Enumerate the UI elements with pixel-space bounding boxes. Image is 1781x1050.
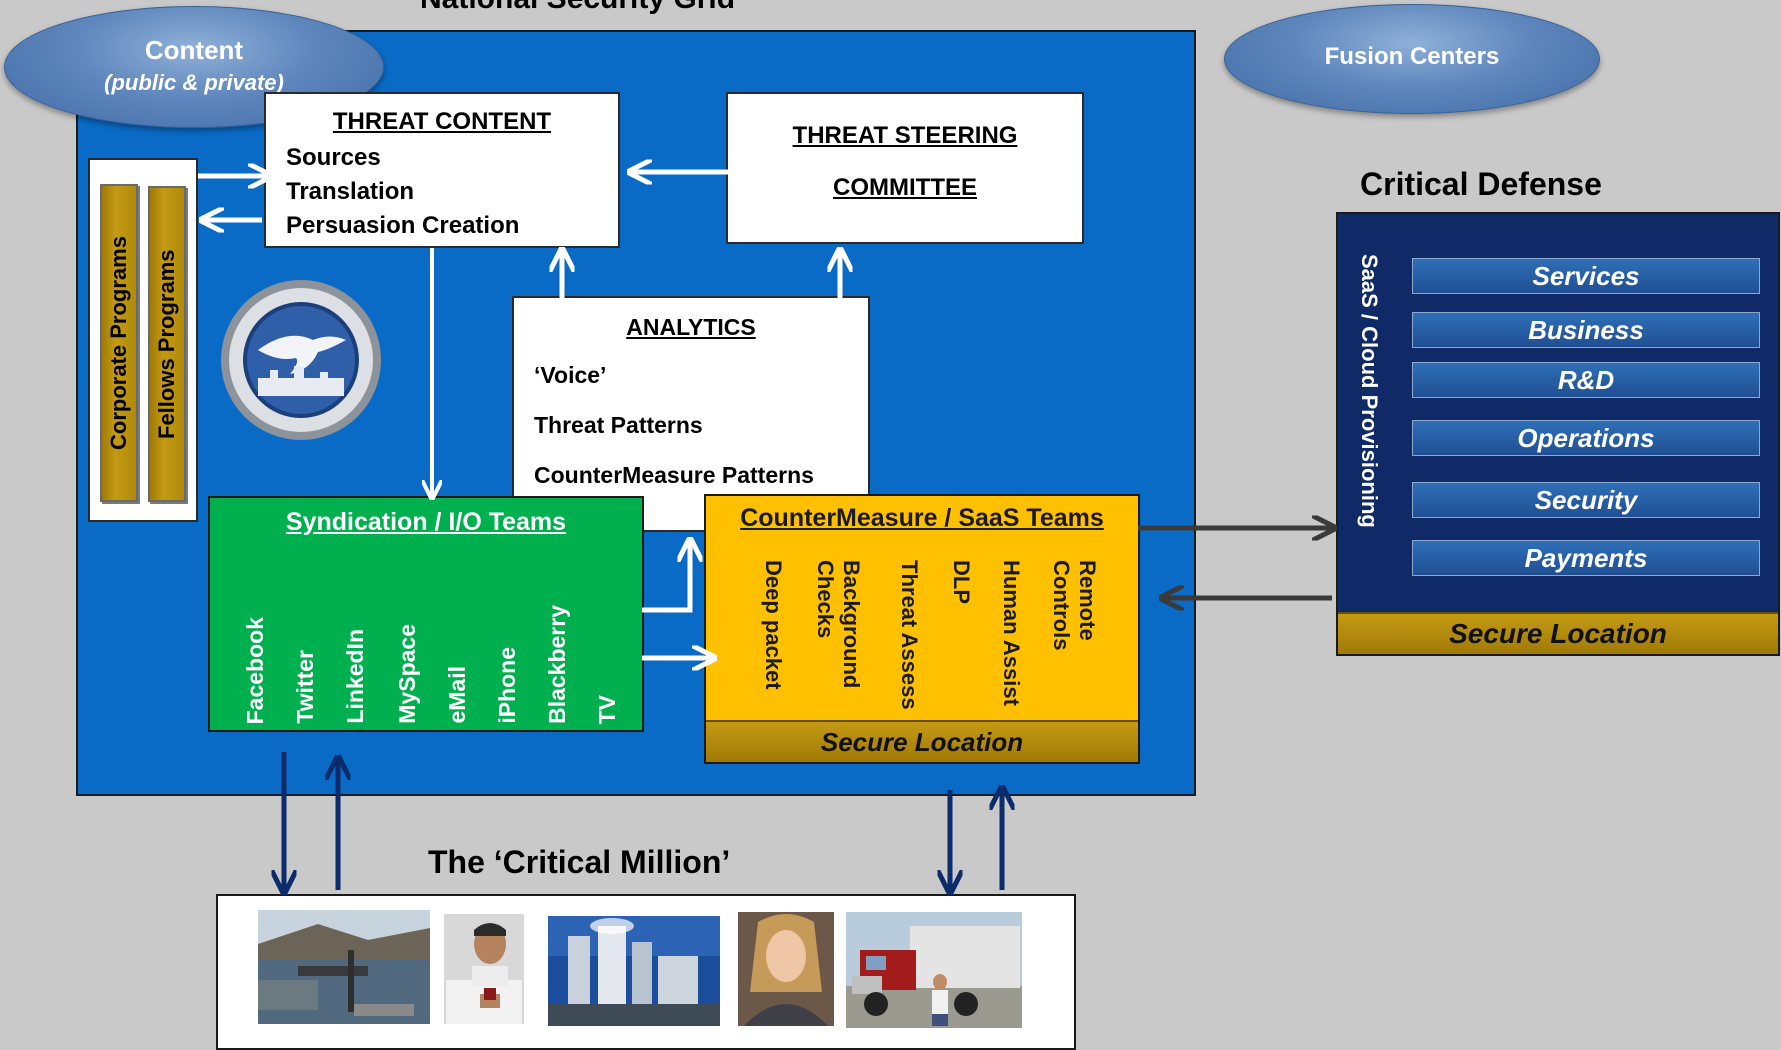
analytics-box: ANALYTICS ‘Voice’ Threat Patterns Counte… <box>512 296 870 532</box>
countermeasure-column-label: DLP <box>949 560 974 604</box>
critical-defense-item-rnd: R&D <box>1412 362 1760 398</box>
analytics-item: ‘Voice’ <box>534 362 607 388</box>
syndication-title: Syndication / I/O Teams <box>285 508 567 536</box>
analytics-item: CounterMeasure Patterns <box>534 462 814 488</box>
threat-content-title: THREAT CONTENT <box>332 108 552 135</box>
threat-steering-title-line2: COMMITTEE <box>833 174 977 201</box>
threat-content-item: Sources <box>286 144 381 171</box>
fellows-programs-bar: Fellows Programs <box>148 186 186 502</box>
countermeasure-column-label: Deep packet <box>761 560 786 690</box>
analytics-title: ANALYTICS <box>626 314 756 340</box>
photo-woman <box>738 912 834 1026</box>
critical-defense-panel: SaaS / Cloud Provisioning Services Busin… <box>1336 212 1780 656</box>
critical-defense-item-operations: Operations <box>1412 420 1760 456</box>
fusion-centers-label: Fusion Centers <box>1324 43 1500 70</box>
critical-defense-title: Critical Defense <box>1360 166 1602 202</box>
corporate-programs-bar: Corporate Programs <box>100 184 138 502</box>
arrow-syndication-to-analytics <box>642 542 690 613</box>
countermeasure-column-label: Threat Assess <box>897 560 922 710</box>
critical-defense-item-services: Services <box>1412 258 1760 294</box>
saas-cloud-provisioning-label: SaaS / Cloud Provisioning <box>1357 254 1382 528</box>
threat-steering-box: THREAT STEERING COMMITTEE <box>726 92 1084 244</box>
programs-box: Corporate Programs Fellows Programs <box>88 158 198 522</box>
threat-content-item: Persuasion Creation <box>286 212 520 239</box>
countermeasure-box: CounterMeasure / SaaS Teams Deep packet … <box>704 494 1140 764</box>
countermeasure-secure-location: Secure Location <box>706 720 1138 762</box>
content-ellipse-subtitle: (public & private) <box>104 70 284 95</box>
countermeasure-column-label: Remote Controls <box>1049 560 1100 651</box>
analytics-item: Threat Patterns <box>534 412 703 438</box>
photo-man-with-phone <box>444 914 524 1026</box>
threat-steering-title-line1: THREAT STEERING <box>792 122 1018 149</box>
countermeasure-title: CounterMeasure / SaaS Teams <box>740 504 1104 532</box>
photo-truck-driver <box>846 912 1022 1028</box>
threat-content-item: Translation <box>286 178 415 205</box>
photo-industrial-plant <box>548 916 720 1028</box>
countermeasure-secure-location-label: Secure Location <box>820 727 1024 757</box>
syndication-box: Syndication / I/O Teams Facebook Twitter… <box>208 496 644 732</box>
photo-dock <box>258 910 430 1024</box>
national-security-grid-seal-logo <box>218 278 384 442</box>
critical-million-title: The ‘Critical Million’ <box>428 844 731 880</box>
countermeasure-column-label: Human Assist <box>999 560 1024 706</box>
critical-defense-secure-location: Secure Location <box>1338 612 1778 654</box>
countermeasure-column-label: Background Checks <box>813 560 864 689</box>
diagram-title: National Security Grid <box>420 0 735 16</box>
critical-defense-secure-location-label: Secure Location <box>1449 618 1667 649</box>
critical-defense-item-security: Security <box>1412 482 1760 518</box>
threat-content-box: THREAT CONTENT Sources Translation Persu… <box>264 92 620 248</box>
critical-defense-item-payments: Payments <box>1412 540 1760 576</box>
critical-defense-item-business: Business <box>1412 312 1760 348</box>
content-ellipse-title: Content <box>144 35 244 65</box>
fusion-centers-ellipse: Fusion Centers <box>1224 4 1600 114</box>
